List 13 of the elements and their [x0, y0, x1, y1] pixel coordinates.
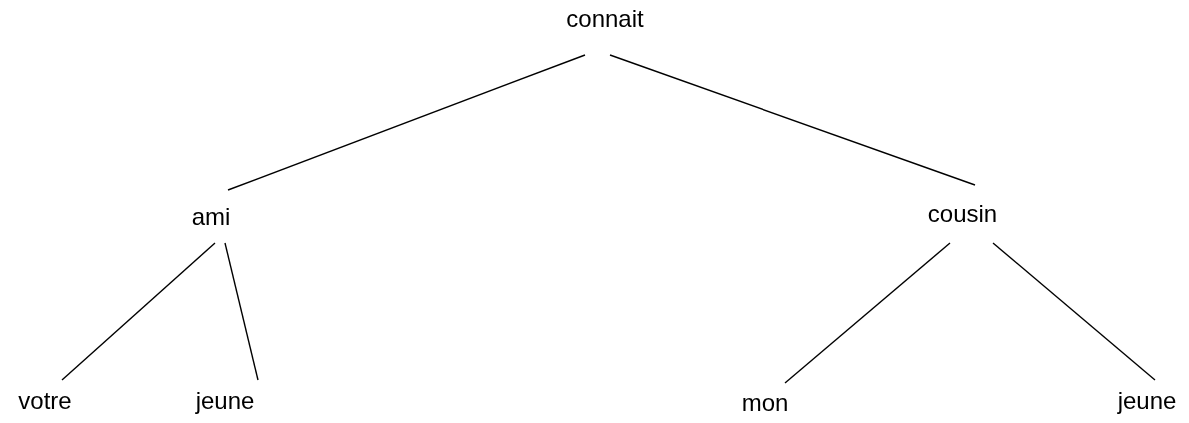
tree-word: votre	[18, 387, 72, 415]
tree-branch-line	[784, 242, 951, 384]
tree-word: ami	[191, 202, 231, 231]
tree-branch-line	[992, 242, 1156, 381]
tree-branch-line	[61, 242, 216, 381]
tree-word: jeune	[1117, 387, 1177, 415]
tree-word: jeune	[195, 387, 255, 415]
tree-word: cousin	[927, 200, 998, 228]
tree-branch-line	[224, 242, 259, 381]
tree-word: connait	[566, 5, 644, 33]
tree-word: mon	[741, 388, 789, 417]
tree-branch-line	[609, 54, 976, 186]
tree-branch-line	[227, 54, 586, 191]
